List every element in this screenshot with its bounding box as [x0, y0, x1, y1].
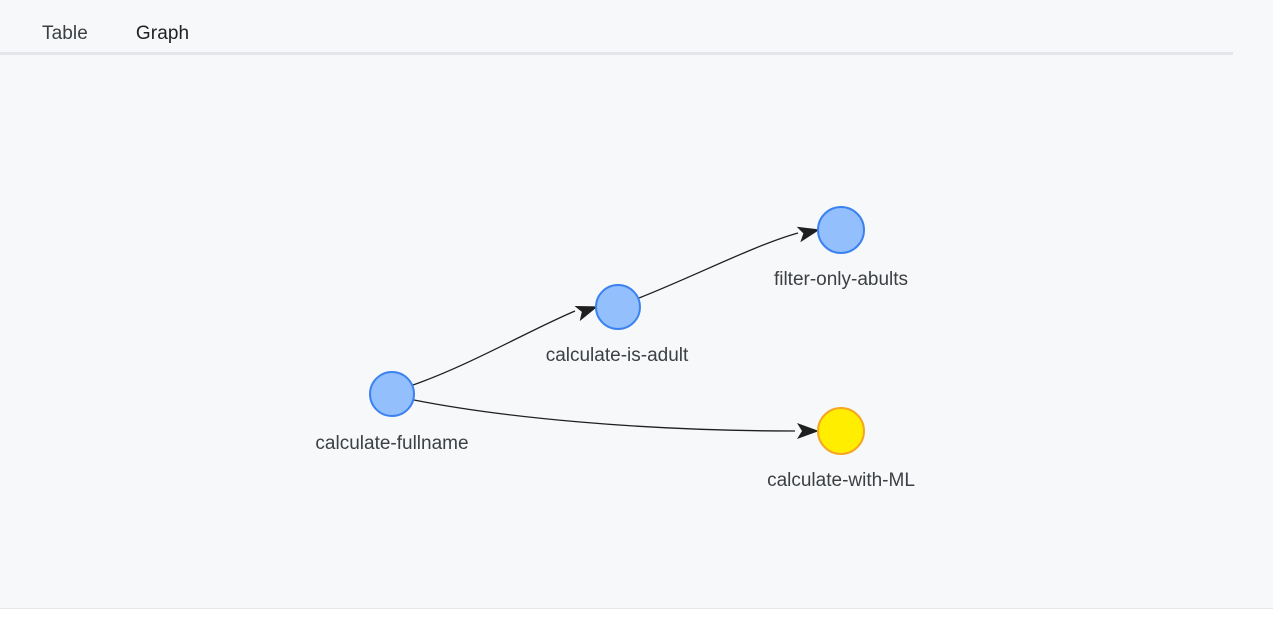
graph-edge — [412, 310, 576, 386]
tab-table[interactable]: Table — [18, 0, 112, 55]
tab-bar-divider — [0, 52, 1233, 55]
graph-edge — [413, 399, 796, 432]
graph-canvas[interactable]: calculate-fullname calculate-is-adult filt… — [0, 55, 1273, 608]
graph-node-calculate-fullname[interactable] — [369, 371, 415, 417]
tab-graph[interactable]: Graph — [111, 0, 214, 55]
edge-layer — [412, 226, 820, 439]
graph-svg: calculate-fullname calculate-is-adult filt… — [315, 206, 915, 491]
tab-graph-label: Graph — [135, 22, 190, 44]
edge-arrowhead — [797, 423, 819, 439]
canvas-bottom-divider — [0, 608, 1273, 609]
edge-arrowhead — [796, 226, 820, 243]
graph-node-label-calculate-is-adult: calculate-is-adult — [546, 345, 689, 366]
graph-node-filter-only-abults[interactable] — [817, 206, 865, 254]
graph-edge — [638, 232, 799, 299]
graph-node-label-calculate-fullname: calculate-fullname — [315, 433, 468, 454]
node-layer: calculate-fullname calculate-is-adult filt… — [315, 206, 915, 491]
graph-node-label-calculate-with-ML: calculate-with-ML — [767, 470, 915, 491]
edge-arrowhead — [574, 305, 598, 322]
graph-node-calculate-is-adult[interactable] — [595, 284, 641, 330]
graph-node-label-filter-only-abults: filter-only-abults — [774, 269, 908, 290]
graph-node-calculate-with-ML[interactable] — [817, 407, 865, 455]
tab-bar: Table Graph — [0, 0, 1273, 55]
tab-list: Table Graph — [18, 0, 214, 55]
